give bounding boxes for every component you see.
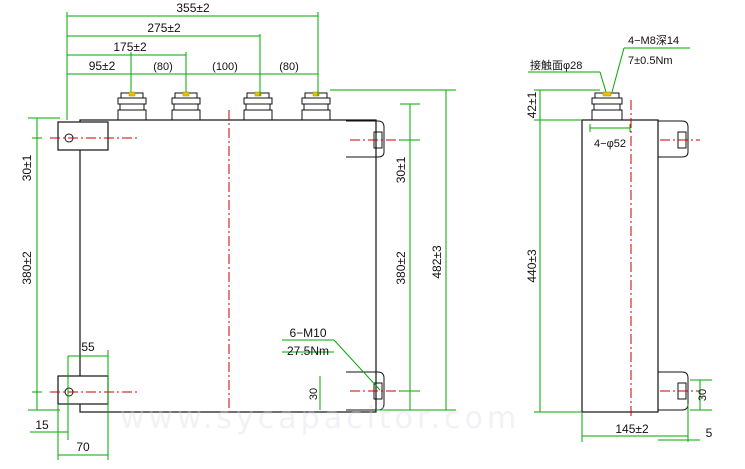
torque-callout-label: 27.5Nm: [287, 344, 329, 358]
contact-face-label: 接触面φ28: [530, 58, 582, 72]
capacitor-body-side: [581, 119, 659, 413]
bottom-bracket-height-label: 30: [308, 388, 320, 400]
terminal-3: [243, 91, 273, 121]
side-view: [581, 91, 700, 416]
terminal-height-label: 42±1: [525, 91, 539, 118]
side-terminal: [591, 91, 623, 121]
front-dimensions: [28, 12, 456, 460]
terminal-thread-label: 4−M8深14: [628, 34, 679, 47]
bracket-total-label: 70: [76, 440, 90, 454]
body-depth-label: 145±2: [615, 422, 649, 436]
terminal-torque-label: 7±0.5Nm: [628, 55, 673, 67]
terminal-4-offset-label: 275±2: [147, 21, 181, 35]
terminal-1-offset-label: 95±2: [89, 59, 116, 73]
front-dimension-labels: 355±2 275±2 175±2 95±2 (80) (100) (80) 3…: [20, 1, 444, 454]
terminal-2: [171, 91, 201, 121]
overall-height-label: 482±3: [430, 245, 444, 279]
capacitor-body-front: [79, 119, 377, 413]
terminal-diameter-label: 4−φ52: [594, 138, 626, 150]
terminal-2-offset-label: 175±2: [113, 40, 147, 54]
pitch-c-label: (80): [279, 61, 299, 73]
bracket-offset-label: 15: [35, 418, 49, 432]
left-height-label: 380±2: [20, 251, 34, 285]
side-top-hook: [658, 120, 689, 158]
top-bracket-height-label: 30±1: [20, 154, 34, 181]
side-offset-label: 5: [706, 426, 713, 440]
left-top-bracket: [57, 121, 109, 151]
pitch-b-label: (100): [212, 61, 238, 73]
body-height-label: 440±3: [525, 249, 539, 283]
bracket-width-label: 55: [81, 340, 95, 354]
terminal-1: [117, 91, 147, 121]
overall-width-label: 355±2: [176, 1, 210, 15]
pitch-a-label: (80): [153, 61, 173, 73]
left-bottom-bracket: [57, 375, 109, 405]
side-dimension-labels: 接触面φ28 4−M8深14 7±0.5Nm 42±1 4−φ52 440±3 …: [525, 34, 713, 440]
right-bracket-height-label: 30±1: [394, 156, 408, 183]
watermark: www.sycapacitor.com: [120, 401, 520, 436]
terminal-4: [301, 91, 331, 121]
side-dimensions: [528, 47, 712, 442]
bolt-callout-label: 6−M10: [289, 326, 326, 340]
right-height-label: 380±2: [394, 251, 408, 285]
front-view: [50, 91, 400, 416]
side-bracket-height-label: 30: [697, 389, 709, 401]
right-top-hook: [346, 120, 385, 158]
